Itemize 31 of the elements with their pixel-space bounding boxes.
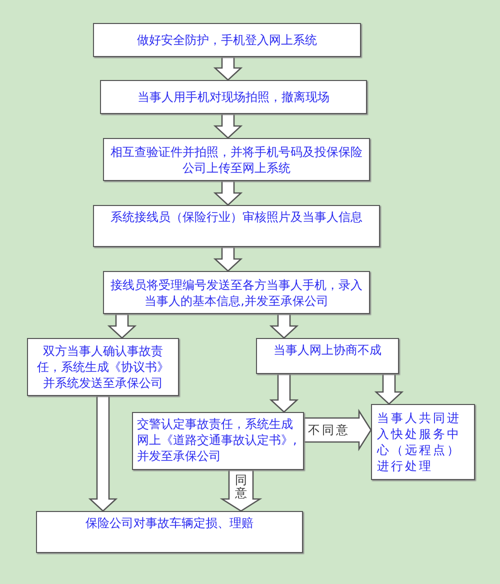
node-text: 当事人共同进入快处服务中心（远程点）进行处理 [377,410,462,474]
process-box [371,404,475,480]
node-text: 当事人网上协商不成 [272,342,382,358]
process-box [103,138,370,181]
node-text: 交警认定事故责任，系统生成网上《道路交通事故认定书》,并发至承保公司 [137,416,298,464]
process-box [132,412,304,470]
node-text: 做好安全防护，手机登入网上系统 [136,32,318,48]
block-arrow [269,373,299,413]
block-arrow [107,313,137,339]
process-box [256,338,399,374]
node-text: 相互查验证件并拍照，并将手机号码及投保保险公司上传至网上系统 [110,144,364,176]
block-arrow [269,313,299,339]
block-arrow [213,56,243,81]
edge-label: 不同意 [308,423,350,437]
process-box [100,80,367,114]
node-text: 系统接线员（保险行业）审核照片及当事人信息 [110,209,364,225]
edge-label: 同意 [235,474,247,500]
process-box [103,271,370,314]
process-box [36,511,303,553]
block-arrow [88,395,118,512]
node-text: 当事人用手机对现场拍照，撤离现场 [136,89,330,105]
block-arrow [213,113,243,139]
block-arrow [213,180,243,206]
block-arrow [213,246,243,272]
node-text: 保险公司对事故车辆定损、理赔 [84,515,254,531]
process-box [27,338,179,396]
block-arrow [374,373,404,405]
process-box [93,23,361,57]
node-text: 双方当事人确认事故责任，系统生成《协议书》并系统发送至承保公司 [36,343,170,391]
node-text: 接线员将受理编号发送至各方当事人手机，录入当事人的基本信息,并发至承保公司 [110,276,364,308]
process-box [93,205,380,247]
